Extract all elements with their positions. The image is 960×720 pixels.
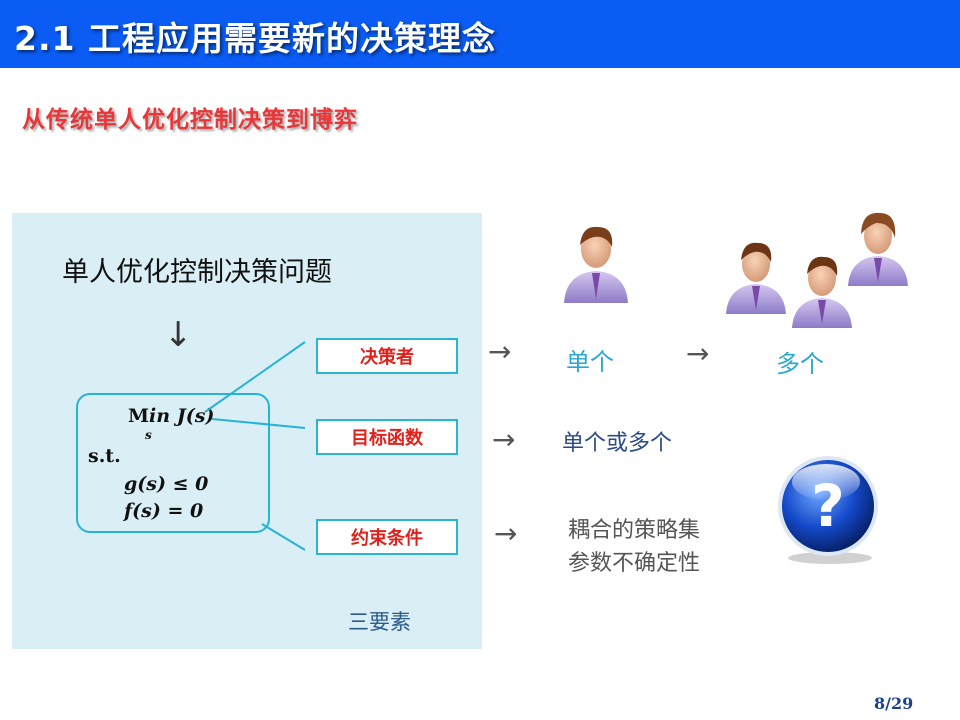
connector-constraint: [261, 523, 306, 551]
text-parameter-uncertainty: 参数不确定性: [568, 551, 701, 576]
formula-equality: f(s) = 0: [124, 500, 204, 522]
title-bar: 2.1 工程应用需要新的决策理念: [0, 0, 960, 68]
three-elements-caption: 三要素: [348, 610, 411, 634]
text-coupled-strategy: 耦合的策略集: [568, 518, 701, 543]
arrow-right-icon: →: [488, 335, 512, 368]
text-multiple: 多个: [776, 350, 824, 378]
formula-box: [76, 393, 270, 533]
question-mark-icon: ?: [778, 456, 878, 564]
arrow-right-icon: →: [686, 337, 710, 370]
label-constraints: 约束条件: [316, 519, 458, 555]
label-objective-function: 目标函数: [316, 419, 458, 455]
slide-subtitle: 从传统单人优化控制决策到博弈: [22, 107, 358, 133]
formula-inequality: g(s) ≤ 0: [124, 473, 209, 495]
arrow-right-icon: →: [494, 517, 518, 550]
label-decision-maker: 决策者: [316, 338, 458, 374]
person-icon: [564, 226, 628, 303]
slide-title: 2.1 工程应用需要新的决策理念: [14, 19, 496, 58]
formula-st: s.t.: [88, 445, 121, 467]
connector-objective: [211, 418, 306, 429]
formula-objective: Min J(s): [128, 405, 215, 427]
page-number: 8/29: [874, 694, 914, 713]
down-arrow-icon: ↓: [164, 315, 193, 355]
arrow-right-icon: →: [492, 423, 516, 456]
text-single: 单个: [566, 348, 614, 376]
text-single-or-multiple: 单个或多个: [562, 431, 673, 456]
panel-heading: 单人优化控制决策问题: [62, 257, 332, 288]
connector-decision-maker: [204, 341, 306, 413]
svg-text:?: ?: [811, 472, 845, 540]
people-group-icon: [726, 212, 908, 328]
formula-subscript: s: [145, 428, 152, 442]
